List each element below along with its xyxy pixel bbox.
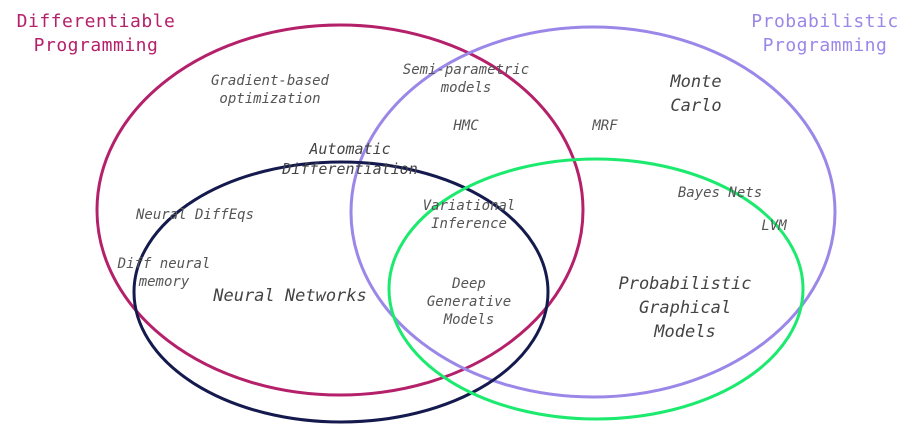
gradient-based-optimization-label: Gradient-based optimization — [210, 73, 329, 107]
automatic-differentiation-label: Automatic Differentiation — [282, 140, 418, 178]
probabilistic-programming-set — [349, 25, 837, 399]
bayes-nets-label: Bayes Nets — [677, 185, 763, 201]
neural-diffeqs-label: Neural DiffEqs — [135, 207, 254, 223]
differentiable-programming-title: Differentiable Programming — [16, 11, 176, 56]
graphical-models-set — [387, 157, 805, 421]
semi-parametric-models-label: Semi-parametric models — [402, 62, 530, 96]
probabilistic-graphical-models-label: Probabilistic Graphical Models — [618, 274, 752, 342]
hmc-label: HMC — [453, 118, 479, 134]
mrf-label: MRF — [592, 118, 618, 134]
deep-generative-models-label: Deep Generative Models — [426, 276, 512, 328]
neural-networks-label: Neural Networks — [213, 286, 367, 306]
monte-carlo-label: Monte Carlo — [670, 72, 722, 116]
variational-inference-label: Variational Inference — [422, 198, 516, 232]
diff-neural-memory-label: Diff neural memory — [117, 256, 211, 290]
lvm-label: LVM — [761, 218, 787, 234]
neural-networks-set — [132, 160, 550, 424]
differentiable-programming-set — [95, 23, 585, 397]
probabilistic-programming-title: Probabilistic Programming — [751, 11, 899, 56]
